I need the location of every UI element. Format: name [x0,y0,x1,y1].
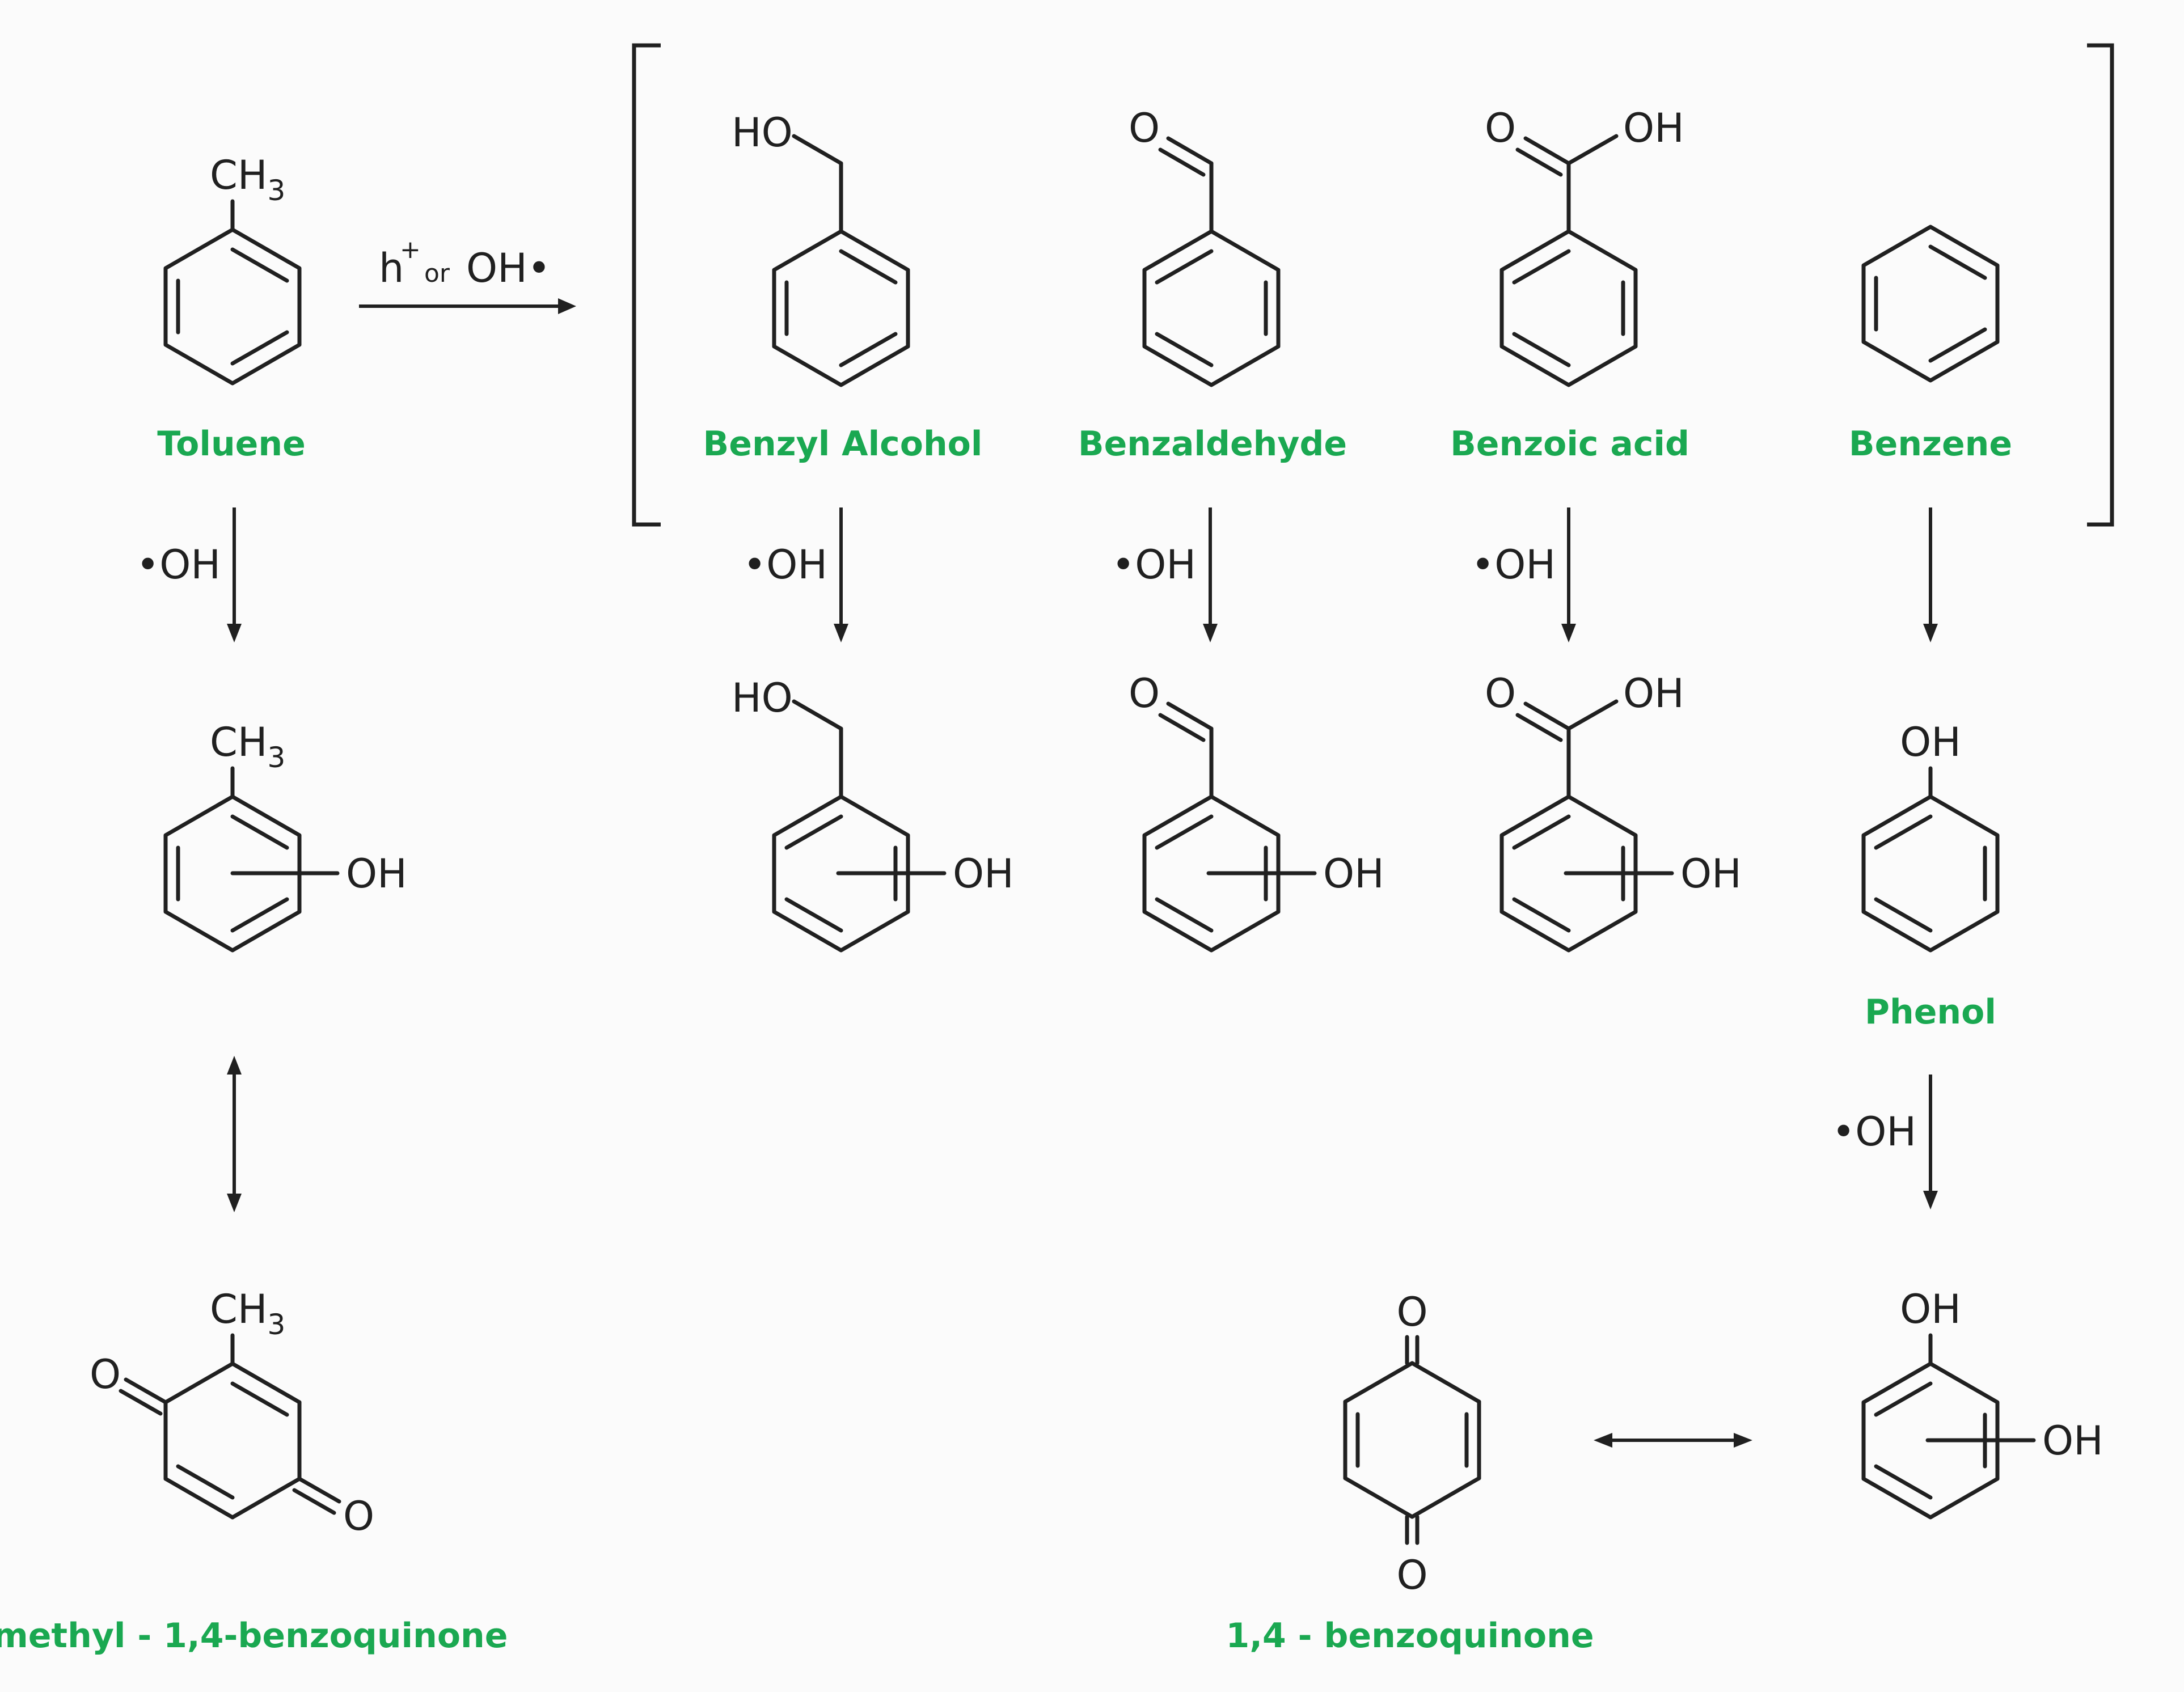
dihydroxybenzene-structure: OH OH [1861,1286,2103,1520]
benzoic-acid-structure: O OH [1485,105,1684,387]
benzene-structure [1861,225,2000,383]
oh-arrow-benzaldehyde: •OH [1112,507,1218,642]
label-benzyl-alcohol: Benzyl Alcohol [703,424,983,464]
reagent-oh-radical: OH• [466,245,551,291]
oh-arrow-phenol: •OH [1832,1075,1938,1209]
reagent-plus: + [400,235,421,264]
benzoquinone-structure: O O [1343,1289,1481,1598]
right-bracket [2087,43,2114,527]
benzoic-acid-oh: OH [1623,105,1684,151]
methylbenzoquinone-o-left: O [90,1351,121,1398]
label-phenol: Phenol [1865,992,1996,1032]
dihydroxybenzene-oh-side: OH [2042,1418,2103,1464]
arrow-benzene [1923,507,1938,642]
hydroxybenzaldehyde-o: O [1129,670,1160,717]
oh-arrow-benzoic-acid: •OH [1471,507,1576,642]
hydroxybenzoic-acid-oh-top: OH [1623,670,1684,717]
label-benzene: Benzene [1849,424,2012,464]
reagent-hole: h [379,245,404,291]
hydroxybenzoic-acid-o: O [1485,670,1516,717]
phenol-oh: OH [1900,719,1961,765]
reagent-or: or [424,259,450,288]
reagent-oh-benzyl-alcohol: •OH [743,542,827,588]
oh-arrow-benzyl-alcohol: •OH [743,507,848,642]
cresol-ch3: CH3 [210,719,285,774]
methylbenzoquinone-structure: CH3 O O [90,1286,374,1539]
label-toluene: Toluene [157,424,306,464]
toluene-ch3: CH3 [210,152,285,207]
benzyl-alcohol-structure: HO [732,109,910,387]
hydroxybenzyl-alcohol-ho: HO [732,675,793,721]
reagent-oh-toluene: •OH [136,542,221,588]
benzoic-acid-o: O [1485,105,1516,151]
reagent-oh-benzoic-acid: •OH [1471,542,1556,588]
benzoquinone-o-top: O [1396,1289,1427,1335]
label-benzaldehyde: Benzaldehyde [1078,424,1347,464]
reagent-oh-benzaldehyde: •OH [1112,542,1196,588]
benzaldehyde-o: O [1129,105,1160,151]
reagent-oh-phenol: •OH [1832,1109,1916,1155]
equilibrium-arrow-cresol [227,1056,242,1212]
hydroxybenzyl-alcohol-structure: HO OH [732,675,1014,953]
label-methylbenzoquinone: 2-methyl - 1,4-benzoquinone [0,1616,508,1656]
hydroxybenzyl-alcohol-oh: OH [953,851,1014,897]
label-benzoic-acid: Benzoic acid [1450,424,1689,464]
hydroxybenzoic-acid-oh-side: OH [1680,851,1742,897]
methylbenzoquinone-ch3: CH3 [210,1286,285,1341]
left-bracket [632,43,661,527]
hydroxybenzoic-acid-structure: O OH OH [1485,670,1742,953]
oh-arrow-toluene: •OH [136,507,242,642]
benzyl-alcohol-ho: HO [732,109,793,156]
cresol-oh: OH [346,851,407,897]
phenol-structure: OH [1861,719,2000,953]
label-benzoquinone: 1,4 - benzoquinone [1226,1616,1594,1656]
cresol-structure: CH3 OH [163,719,407,953]
benzoquinone-o-bottom: O [1396,1552,1427,1598]
equilibrium-arrow-benzoquinone [1594,1433,1752,1448]
hydroxybenzaldehyde-oh: OH [1323,851,1384,897]
hydroxybenzaldehyde-structure: O OH [1129,670,1384,953]
toluene-structure: CH3 [163,152,302,386]
dihydroxybenzene-oh-top: OH [1900,1286,1961,1333]
methylbenzoquinone-o-right: O [343,1493,374,1539]
top-reaction-arrow: h + or OH• [359,235,576,314]
benzaldehyde-structure: O [1129,105,1281,387]
